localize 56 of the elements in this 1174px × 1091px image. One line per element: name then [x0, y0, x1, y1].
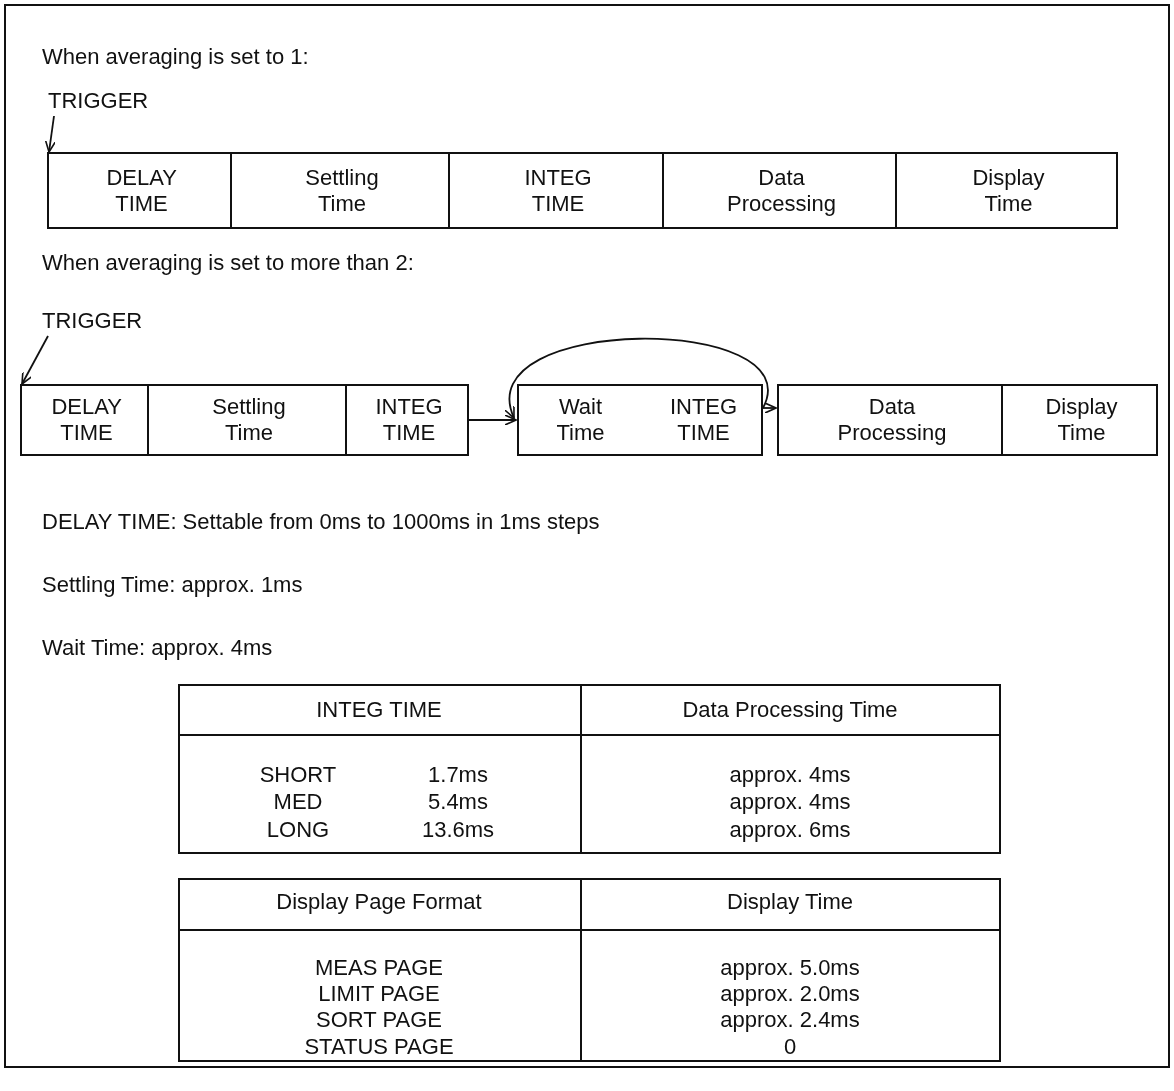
table-text: approx. 2.0ms — [720, 981, 860, 1007]
trigger-label: TRIGGER — [48, 88, 149, 114]
trigger-label: TRIGGER — [42, 308, 143, 334]
table-text: 5.4ms — [428, 789, 488, 815]
timing-box — [517, 384, 763, 456]
timing-box — [47, 152, 232, 229]
timing-box — [1001, 384, 1158, 456]
box-label: DELAY TIME — [106, 164, 177, 217]
arrow — [44, 115, 57, 153]
box-label: Display Time — [1045, 394, 1118, 446]
table-text: 1.7ms — [428, 762, 488, 788]
table-text: SHORT — [259, 762, 337, 788]
column-header: Display Time — [727, 889, 853, 915]
timing-box — [895, 152, 1118, 229]
table-text: approx. 2.4ms — [720, 1007, 860, 1033]
table-text: 0 — [783, 1034, 797, 1060]
box-label: Data Processing — [727, 164, 836, 217]
timing-box — [20, 384, 149, 456]
arrow — [506, 337, 769, 419]
table-text: STATUS PAGE — [304, 1034, 454, 1060]
box-label: DELAY TIME — [51, 394, 122, 446]
box-label: Data Processing — [837, 394, 947, 446]
table-text: 13.6ms — [421, 817, 495, 843]
arrow — [468, 414, 517, 426]
timing-box — [448, 152, 664, 229]
note-text: When averaging is set to 1: — [42, 44, 309, 70]
note-text: When averaging is set to more than 2: — [42, 250, 414, 276]
timing-box — [777, 384, 1003, 456]
table-text: approx. 6ms — [729, 817, 851, 843]
timing-box — [230, 152, 450, 229]
timing-box — [662, 152, 897, 229]
timing-box — [147, 384, 347, 456]
arrow — [762, 402, 777, 414]
table-text: LONG — [266, 817, 330, 843]
table-text: approx. 5.0ms — [720, 955, 860, 981]
column-header: Data Processing Time — [682, 697, 898, 723]
box-label: Settling Time — [212, 394, 286, 446]
column-header: INTEG TIME — [316, 697, 442, 723]
box-label: INTEG TIME — [375, 394, 443, 446]
arrow — [21, 335, 49, 385]
note-text: DELAY TIME: Settable from 0ms to 1000ms in 1ms steps — [42, 509, 600, 535]
timing-box — [345, 384, 469, 456]
box-label: Wait Time — [556, 394, 605, 446]
table-text: approx. 4ms — [729, 762, 851, 788]
table-text: SORT PAGE — [316, 1007, 442, 1033]
box-label: INTEG TIME — [524, 164, 592, 217]
table-text: MED — [273, 789, 323, 815]
note-text: Wait Time: approx. 4ms — [42, 635, 273, 661]
box-label: Display Time — [972, 164, 1045, 217]
table-text: MEAS PAGE — [315, 955, 443, 981]
note-text: Settling Time: approx. 1ms — [42, 572, 303, 598]
box-label: Settling Time — [305, 164, 379, 217]
column-header: Display Page Format — [276, 889, 482, 915]
box-label: INTEG TIME — [669, 394, 738, 446]
table-text: approx. 4ms — [729, 789, 851, 815]
table-text: LIMIT PAGE — [318, 981, 440, 1007]
